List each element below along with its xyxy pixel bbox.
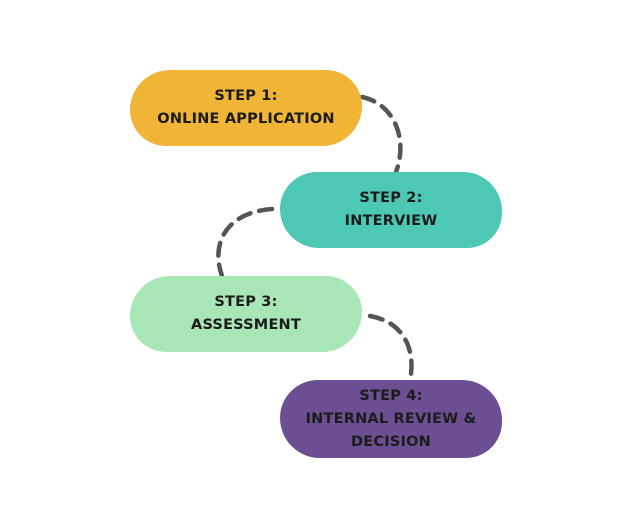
connector-step2-step3 — [216, 206, 275, 279]
step-4-title-line-1: INTERNAL REVIEW & — [305, 410, 477, 427]
connector-step1-step2 — [359, 94, 403, 175]
step-3-box: STEP 3: ASSESSMENT — [130, 276, 362, 352]
step-2-number: STEP 2: — [359, 190, 423, 206]
step-1-title: ONLINE APPLICATION — [157, 111, 335, 127]
step-2-title: INTERVIEW — [344, 213, 438, 229]
step-3-number: STEP 3: — [214, 294, 278, 310]
step-4-number: STEP 4: — [359, 387, 423, 404]
step-1-number: STEP 1: — [214, 88, 278, 104]
step-3-title: ASSESSMENT — [191, 317, 301, 333]
step-1-box: STEP 1: ONLINE APPLICATION — [130, 70, 362, 146]
step-4-box: STEP 4: INTERNAL REVIEW & DECISION — [280, 380, 502, 458]
connector-step3-step4 — [367, 313, 414, 383]
step-2-box: STEP 2: INTERVIEW — [280, 172, 502, 248]
step-4-title-line-2: DECISION — [351, 433, 431, 450]
